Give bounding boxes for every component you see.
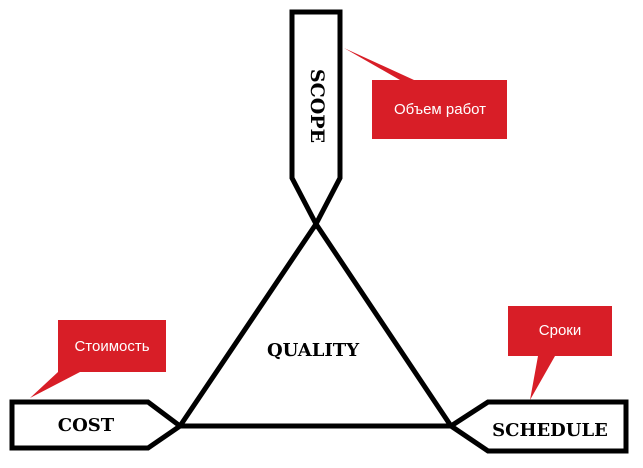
cost-pointer — [9, 399, 185, 451]
schedule-label: SCHEDULE — [492, 420, 608, 441]
schedule-pointer — [446, 399, 629, 454]
cost-callout-text: Стоимость — [74, 338, 149, 355]
schedule-callout-text: Сроки — [539, 322, 581, 339]
cost-callout: Стоимость — [30, 320, 166, 398]
scope-callout-text: Объем работ — [394, 101, 486, 118]
cost-callout-bubble — [30, 320, 166, 398]
cost-label: COST — [58, 415, 115, 436]
scope-pointer — [289, 9, 343, 230]
scope-callout-bubble — [344, 48, 507, 139]
scope-label: SCOPE — [306, 69, 328, 143]
schedule-callout-bubble — [508, 306, 612, 400]
scope-callout: Объем работ — [344, 48, 507, 139]
schedule-callout: Сроки — [508, 306, 612, 400]
quality-triangle — [175, 219, 456, 429]
quality-label: QUALITY — [267, 340, 360, 361]
